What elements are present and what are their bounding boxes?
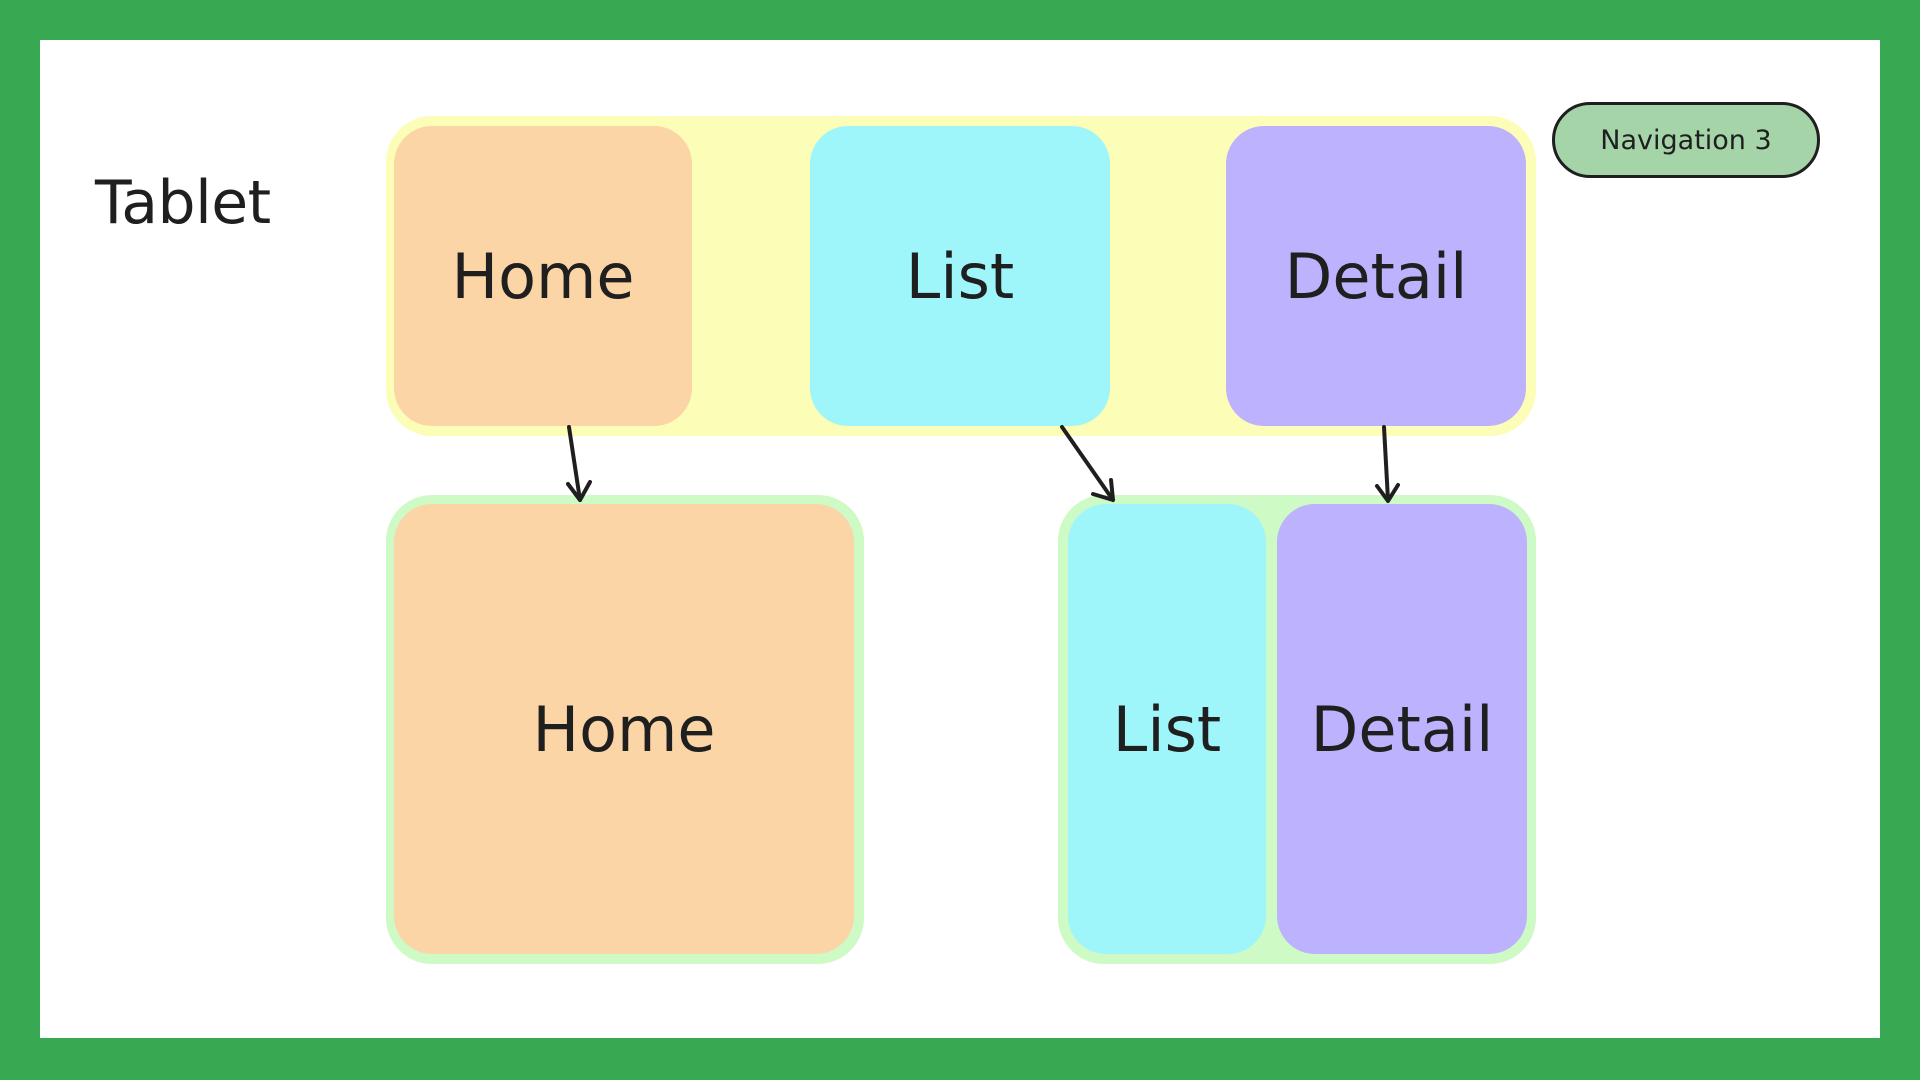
bottom-home-label: Home (532, 692, 716, 766)
bottom-detail-pane: Detail (1277, 504, 1527, 954)
bottom-list-label: List (1112, 692, 1222, 766)
navigation-badge: Navigation 3 (1552, 102, 1820, 178)
bottom-list-pane: List (1068, 504, 1266, 954)
bottom-detail-label: Detail (1310, 692, 1494, 766)
top-home-pane: Home (394, 126, 692, 426)
top-list-label: List (905, 239, 1015, 313)
device-title: Tablet (95, 168, 271, 238)
top-detail-label: Detail (1284, 239, 1468, 313)
top-home-label: Home (451, 239, 635, 313)
bottom-home-pane: Home (394, 504, 854, 954)
top-detail-pane: Detail (1226, 126, 1526, 426)
top-list-pane: List (810, 126, 1110, 426)
